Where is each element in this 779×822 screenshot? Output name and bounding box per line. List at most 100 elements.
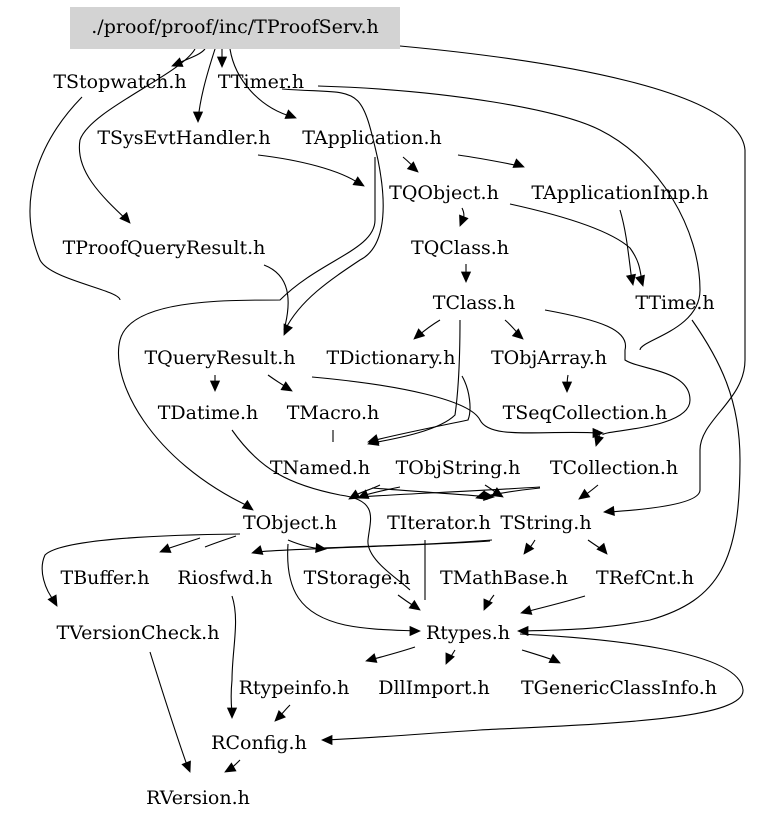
edge-arrowhead — [348, 489, 361, 500]
edge-tstring-to-refcnt — [587, 539, 608, 555]
node-versioncheck[interactable]: TVersionCheck.h — [57, 622, 220, 644]
edge-tobject-to-versioncheck — [41, 533, 241, 607]
node-label: TGenericClassInfo.h — [521, 677, 717, 699]
edge-root-to-sysevt — [192, 48, 216, 123]
node-seqcoll[interactable]: TSeqCollection.h — [503, 402, 668, 424]
node-dllimport[interactable]: DllImport.h — [378, 677, 490, 699]
node-proofqr[interactable]: TProofQueryResult.h — [63, 237, 266, 259]
node-label: TRefCnt.h — [596, 567, 694, 589]
node-qobject[interactable]: TQObject.h — [389, 182, 499, 204]
node-iterator[interactable]: TIterator.h — [387, 512, 491, 534]
node-label: TQObject.h — [389, 182, 499, 204]
node-root[interactable]: ./proof/proof/inc/TProofServ.h — [70, 7, 400, 49]
edge-line — [78, 48, 196, 222]
edge-storage-to-rtypes — [397, 594, 421, 611]
node-mathbase[interactable]: TMathBase.h — [440, 567, 568, 589]
node-sysevt[interactable]: TSysEvtHandler.h — [97, 127, 270, 149]
node-rversion[interactable]: RVersion.h — [146, 787, 250, 809]
edge-root-to-stopwatch — [171, 48, 206, 67]
node-storage[interactable]: TStorage.h — [304, 567, 411, 589]
node-refcnt[interactable]: TRefCnt.h — [596, 567, 694, 589]
edge-line — [619, 209, 633, 283]
node-queryresult[interactable]: TQueryResult.h — [144, 347, 295, 369]
edge-arrowhead — [475, 490, 488, 500]
edge-arrowhead — [352, 176, 365, 187]
node-label: TObjArray.h — [491, 347, 607, 369]
edge-qclass-to-tclass — [460, 264, 472, 283]
edge-arrowhead — [367, 434, 380, 444]
node-label: TMacro.h — [287, 402, 380, 424]
node-label: TBuffer.h — [61, 567, 150, 589]
node-stopwatch[interactable]: TStopwatch.h — [53, 71, 186, 93]
node-label: TCollection.h — [550, 457, 678, 479]
edge-arrowhead — [280, 381, 293, 392]
node-tclass[interactable]: TClass.h — [433, 292, 515, 314]
node-tstring[interactable]: TString.h — [500, 512, 591, 534]
node-qclass[interactable]: TQClass.h — [411, 237, 509, 259]
edge-queryresult-to-macro — [267, 374, 293, 392]
node-datime[interactable]: TDatime.h — [158, 402, 258, 424]
edge-arrowhead — [445, 652, 455, 665]
edge-arrowhead — [596, 542, 608, 555]
node-rconfig[interactable]: RConfig.h — [211, 732, 307, 754]
node-genericclassinfo[interactable]: TGenericClassInfo.h — [521, 677, 717, 699]
edge-line — [359, 486, 541, 498]
edge-refcnt-to-rtypes — [520, 595, 586, 615]
edge-objarray-to-seqcoll — [561, 374, 573, 393]
edge-line — [230, 595, 237, 715]
edge-application-to-appimp — [457, 154, 525, 168]
edge-datime-to-rtypes — [231, 429, 411, 591]
edge-arrowhead — [459, 214, 469, 227]
node-rtypes[interactable]: Rtypes.h — [426, 622, 510, 644]
node-rtypeinfo[interactable]: Rtypeinfo.h — [239, 677, 350, 699]
edge-riosfwd-to-rconfig — [226, 595, 238, 719]
node-named[interactable]: TNamed.h — [270, 457, 370, 479]
edge-timer-to-tstring — [317, 85, 701, 351]
edge-arrowhead — [241, 499, 254, 511]
node-appimp[interactable]: TApplicationImp.h — [531, 182, 708, 204]
edge-root-to-application — [229, 48, 297, 119]
edge-application-to-qobject — [402, 156, 419, 173]
node-label: TApplication.h — [302, 127, 441, 149]
node-label: TClass.h — [433, 292, 515, 314]
node-label: TTime.h — [635, 292, 714, 314]
node-label: TVersionCheck.h — [57, 622, 220, 644]
edge-tclass-to-dictionary — [413, 319, 441, 340]
edge-arrowhead — [159, 543, 172, 553]
edge-arrowhead — [181, 760, 191, 773]
root-node-box — [70, 7, 400, 49]
edge-arrowhead — [523, 542, 535, 555]
node-riosfwd[interactable]: Riosfwd.h — [177, 567, 272, 589]
node-ttime[interactable]: TTime.h — [635, 292, 714, 314]
edge-line — [321, 539, 493, 549]
node-buffer[interactable]: TBuffer.h — [61, 567, 150, 589]
node-label: TObjString.h — [396, 457, 521, 479]
edge-stopwatch-to-tobject — [29, 96, 121, 301]
node-label: TQueryResult.h — [144, 347, 295, 369]
node-timer[interactable]: TTimer.h — [218, 71, 304, 93]
node-macro[interactable]: TMacro.h — [287, 402, 380, 424]
node-label: TProofQueryResult.h — [63, 237, 266, 259]
edge-line — [29, 96, 121, 301]
root-node-label: ./proof/proof/inc/TProofServ.h — [91, 16, 378, 38]
edges-layer — [29, 45, 746, 773]
edge-arrowhead — [511, 328, 524, 340]
node-dictionary[interactable]: TDictionary.h — [327, 347, 456, 369]
edge-tclass-to-tstring — [544, 309, 691, 436]
edge-line — [521, 319, 741, 632]
node-objstring[interactable]: TObjString.h — [396, 457, 521, 479]
edge-root-to-timer — [216, 49, 228, 68]
node-collection[interactable]: TCollection.h — [550, 457, 678, 479]
node-objarray[interactable]: TObjArray.h — [491, 347, 607, 369]
edge-line — [149, 651, 189, 769]
node-application[interactable]: TApplication.h — [302, 127, 441, 149]
edge-arrowhead — [483, 598, 493, 611]
edge-line — [371, 375, 471, 442]
edge-line — [311, 376, 601, 434]
edge-root-to-tstring — [399, 45, 746, 517]
node-label: TApplicationImp.h — [531, 182, 708, 204]
node-tobject[interactable]: TObject.h — [243, 512, 337, 534]
edge-queryresult-to-datime — [209, 375, 221, 392]
edge-arrowhead — [413, 328, 426, 340]
